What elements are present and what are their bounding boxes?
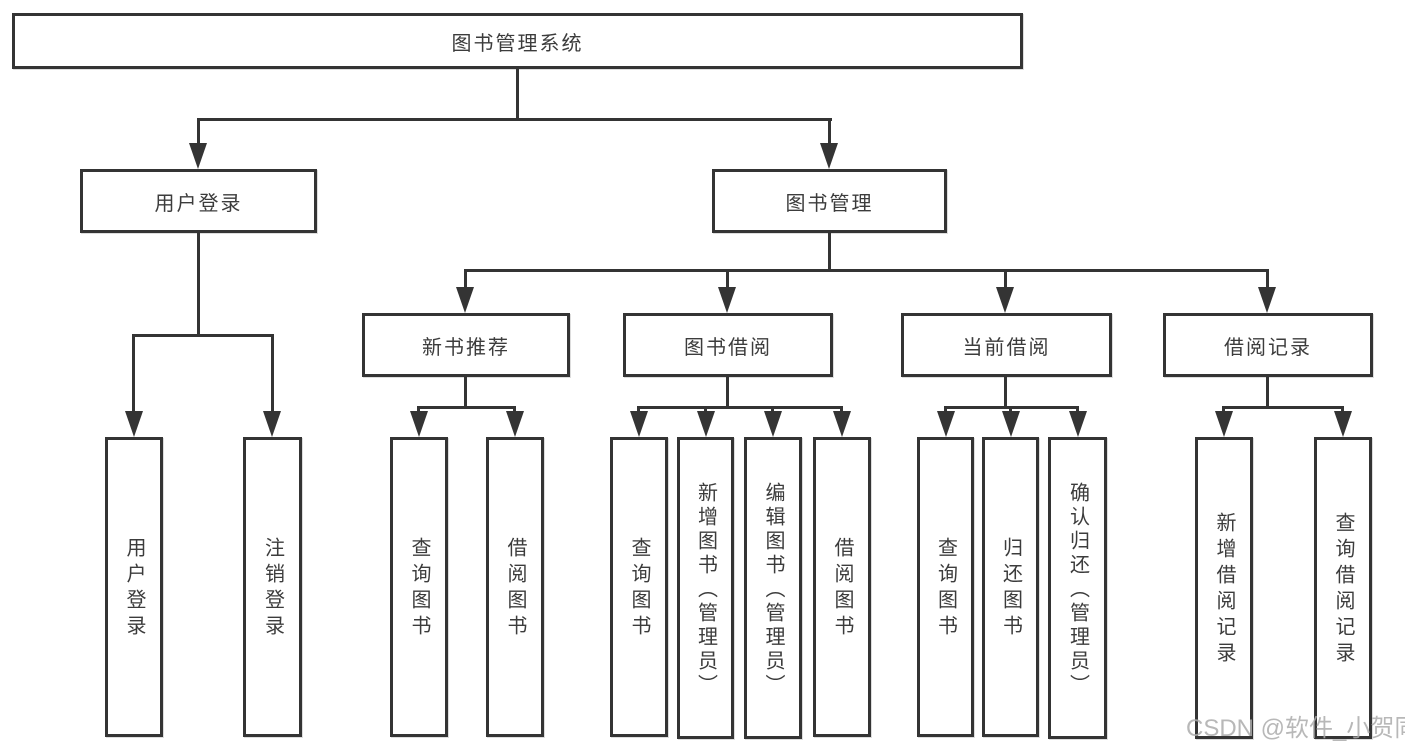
leaf-bor-query-book: 查询图书 [610, 437, 668, 737]
arrow-down-icon [1258, 287, 1276, 313]
leaf-rec-query-book-label: 查询图书 [408, 537, 430, 641]
connector-root-bus [197, 118, 832, 121]
arrow-down-icon [1002, 411, 1020, 437]
connector-current-trunk [1004, 377, 1007, 409]
leaf-cur-query-book: 查询图书 [917, 437, 974, 737]
node-book-borrow-label: 图书借阅 [684, 336, 772, 359]
leaf-hist-add-record: 新增借阅记录 [1195, 437, 1253, 739]
connector-root-trunk [516, 69, 519, 120]
arrow-down-icon [189, 143, 207, 169]
leaf-cur-confirm-return-label: 确认归还（管理员） [1066, 482, 1089, 698]
node-current-borrow: 当前借阅 [901, 313, 1112, 377]
arrow-down-icon [125, 411, 143, 437]
arrow-down-icon [697, 411, 715, 437]
connector-shaft-book-mgmt [828, 118, 831, 145]
leaf-bor-add-book-label: 新增图书（管理员） [694, 482, 717, 698]
leaf-logout-label: 注销登录 [261, 537, 284, 641]
leaf-bor-borrow-book: 借阅图书 [813, 437, 871, 737]
connector-shaft-borrow-record [1266, 269, 1269, 289]
watermark: CSDN @软件_小贺同学 [1186, 708, 1405, 743]
node-book-borrow: 图书借阅 [623, 313, 833, 377]
connector-userlogin-trunk [197, 233, 200, 337]
arrow-down-icon [410, 411, 428, 437]
leaf-rec-query-book: 查询图书 [390, 437, 448, 737]
arrow-down-icon [764, 411, 782, 437]
arrow-down-icon [996, 287, 1014, 313]
arrow-down-icon [263, 411, 281, 437]
leaf-bor-add-book: 新增图书（管理员） [677, 437, 734, 739]
leaf-bor-edit-book: 编辑图书（管理员） [744, 437, 802, 739]
node-book-mgmt: 图书管理 [712, 169, 947, 233]
node-current-borrow-label: 当前借阅 [962, 336, 1051, 359]
connector-bookmgmt-trunk [828, 233, 831, 272]
leaf-cur-return-book: 归还图书 [982, 437, 1039, 737]
leaf-rec-borrow-book-label: 借阅图书 [504, 537, 526, 641]
leaf-user-login-label: 用户登录 [123, 537, 145, 641]
leaf-bor-borrow-book-label: 借阅图书 [831, 537, 853, 641]
arrow-down-icon [820, 143, 838, 169]
leaf-bor-query-book-label: 查询图书 [628, 537, 650, 641]
leaf-cur-query-book-label: 查询图书 [934, 537, 957, 641]
connector-rec-bus [417, 406, 516, 409]
node-root-label: 图书管理系统 [451, 32, 584, 55]
arrow-down-icon [1215, 411, 1233, 437]
leaf-rec-borrow-book: 借阅图书 [486, 437, 544, 737]
arrow-down-icon [630, 411, 648, 437]
connector-record-bus [1222, 406, 1344, 409]
connector-level3-bus [464, 269, 1269, 272]
connector-shaft-leaf-logout [271, 334, 274, 413]
node-new-book-rec: 新书推荐 [362, 313, 570, 377]
leaf-logout: 注销登录 [243, 437, 302, 737]
connector-shaft-current-borrow [1004, 269, 1007, 289]
node-new-book-rec-label: 新书推荐 [422, 336, 510, 359]
arrow-down-icon [456, 287, 474, 313]
node-root: 图书管理系统 [12, 13, 1023, 69]
leaf-cur-confirm-return: 确认归还（管理员） [1048, 437, 1107, 739]
node-user-login: 用户登录 [80, 169, 317, 233]
leaf-cur-return-book-label: 归还图书 [999, 537, 1022, 641]
connector-borrow-trunk [726, 377, 729, 409]
arrow-down-icon [1334, 411, 1352, 437]
arrow-down-icon [937, 411, 955, 437]
leaf-hist-query-record: 查询借阅记录 [1314, 437, 1372, 739]
leaf-bor-edit-book-label: 编辑图书（管理员） [762, 482, 784, 698]
arrow-down-icon [1069, 411, 1087, 437]
connector-userlogin-bus [132, 334, 273, 337]
connector-shaft-user-login [197, 118, 200, 145]
connector-shaft-leaf-user-login [132, 334, 135, 413]
arrow-down-icon [718, 287, 736, 313]
leaf-hist-query-record-label: 查询借阅记录 [1332, 512, 1354, 668]
node-borrow-record-label: 借阅记录 [1224, 336, 1312, 359]
node-book-mgmt-label: 图书管理 [785, 192, 874, 215]
arrow-down-icon [833, 411, 851, 437]
connector-borrow-bus [637, 406, 842, 409]
node-borrow-record: 借阅记录 [1163, 313, 1373, 377]
connector-shaft-book-borrow [726, 269, 729, 289]
leaf-user-login: 用户登录 [105, 437, 163, 737]
connector-shaft-new-book-rec [464, 269, 467, 289]
watermark-text: CSDN @软件_小贺同学 [1186, 715, 1405, 742]
leaf-hist-add-record-label: 新增借阅记录 [1213, 512, 1235, 668]
connector-rec-trunk [464, 377, 467, 409]
node-user-login-label: 用户登录 [154, 192, 243, 215]
connector-record-trunk [1266, 377, 1269, 409]
arrow-down-icon [506, 411, 524, 437]
